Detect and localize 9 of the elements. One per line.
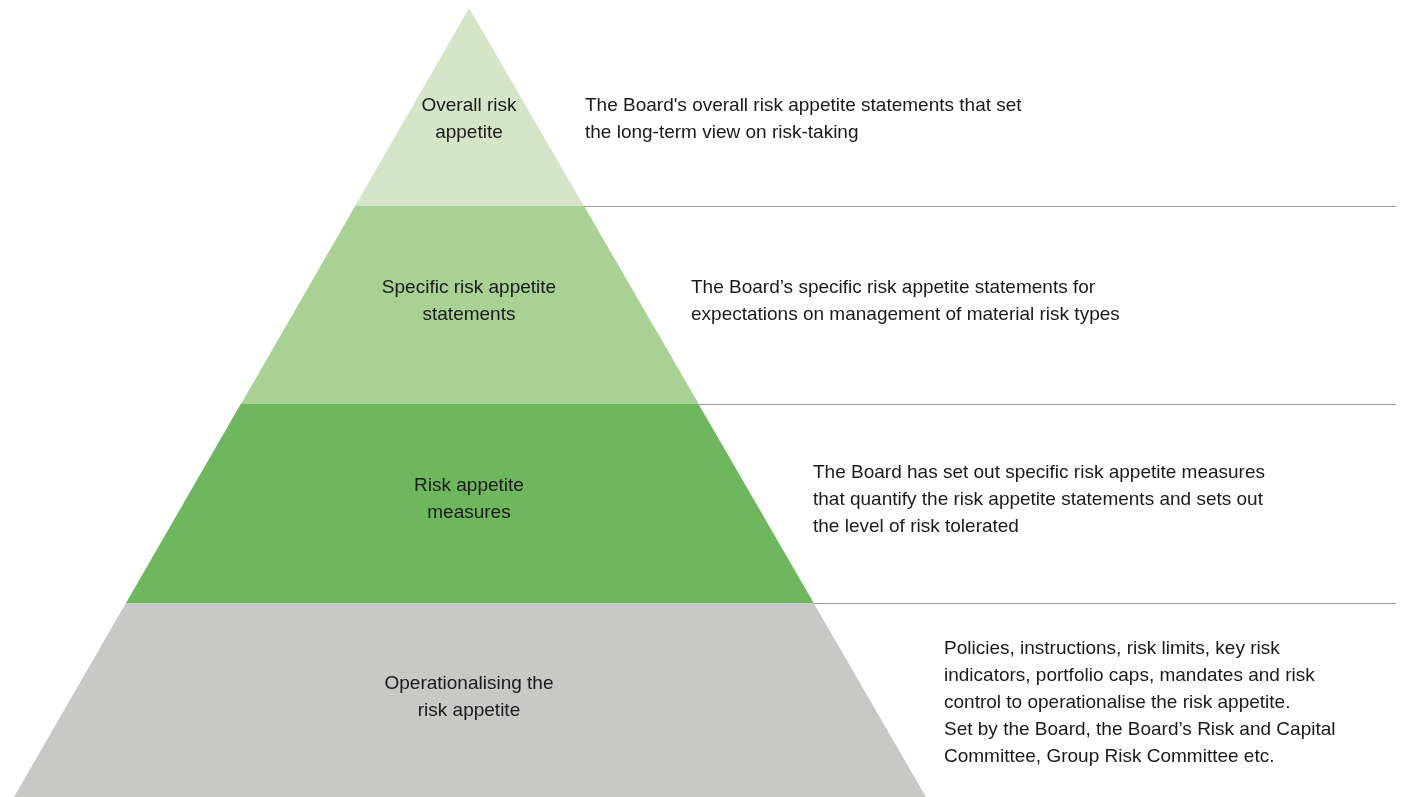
tier-description: Set by the Board, the Board’s Risk and Capital Committee, Group Risk Committee etc. bbox=[944, 717, 1337, 768]
tier-description: The Board’s specific risk appetite statements for expectations on management of material risk types bbox=[691, 275, 1121, 326]
tier-label: Risk appetite measures bbox=[413, 473, 525, 524]
tier-description: The Board's overall risk appetite statements that set the long-term view on risk-taking bbox=[585, 93, 1023, 144]
tier-label: Operationalising the risk appetite bbox=[383, 671, 555, 722]
tier-description: Policies, instructions, risk limits, key risk indicators, portfolio caps, mandates and risk control to operationalise the risk appetite. bbox=[944, 636, 1316, 714]
tier-label: Specific risk appetite statements bbox=[380, 275, 558, 326]
tier-description: The Board has set out specific risk appetite measures that quantify the risk appetite statements and sets out the level of risk tolerated bbox=[813, 460, 1266, 538]
tier-label: Overall risk appetite bbox=[420, 93, 518, 144]
